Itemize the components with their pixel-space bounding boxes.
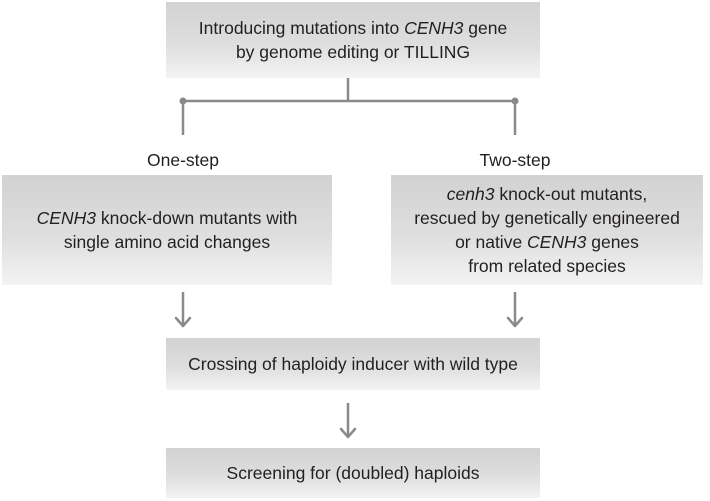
two-step-line-4: from related species bbox=[468, 256, 626, 276]
arrow-two-step-to-crossing bbox=[506, 292, 524, 328]
top-step-box: Introducing mutations into CENH3 gene by… bbox=[166, 2, 540, 78]
one-step-box: CENH3 knock-down mutants with single ami… bbox=[2, 175, 332, 285]
arrow-one-step-to-crossing bbox=[174, 292, 192, 328]
two-step-line-1: cenh3 knock-out mutants, bbox=[446, 184, 648, 204]
two-step-label: Two-step bbox=[479, 150, 551, 170]
top-step-line-1: Introducing mutations into CENH3 gene bbox=[198, 18, 508, 38]
one-step-label: One-step bbox=[147, 150, 219, 170]
crossing-box: Crossing of haploidy inducer with wild t… bbox=[166, 338, 540, 390]
two-step-line-3: or native CENH3 genes bbox=[455, 232, 639, 252]
screening-line-1: Screening for (doubled) haploids bbox=[226, 463, 480, 483]
crossing-line-1: Crossing of haploidy inducer with wild t… bbox=[188, 354, 518, 374]
top-step-line-2: by genome editing or TILLING bbox=[235, 42, 471, 62]
two-step-line-2: rescued by genetically engineered bbox=[414, 208, 680, 228]
arrow-crossing-to-screening bbox=[339, 403, 357, 439]
screening-box: Screening for (doubled) haploids bbox=[166, 448, 540, 498]
one-step-line-2: single amino acid changes bbox=[63, 232, 271, 252]
two-step-box: cenh3 knock-out mutants, rescued by gene… bbox=[391, 175, 703, 285]
one-step-line-1: CENH3 knock-down mutants with bbox=[36, 208, 298, 228]
